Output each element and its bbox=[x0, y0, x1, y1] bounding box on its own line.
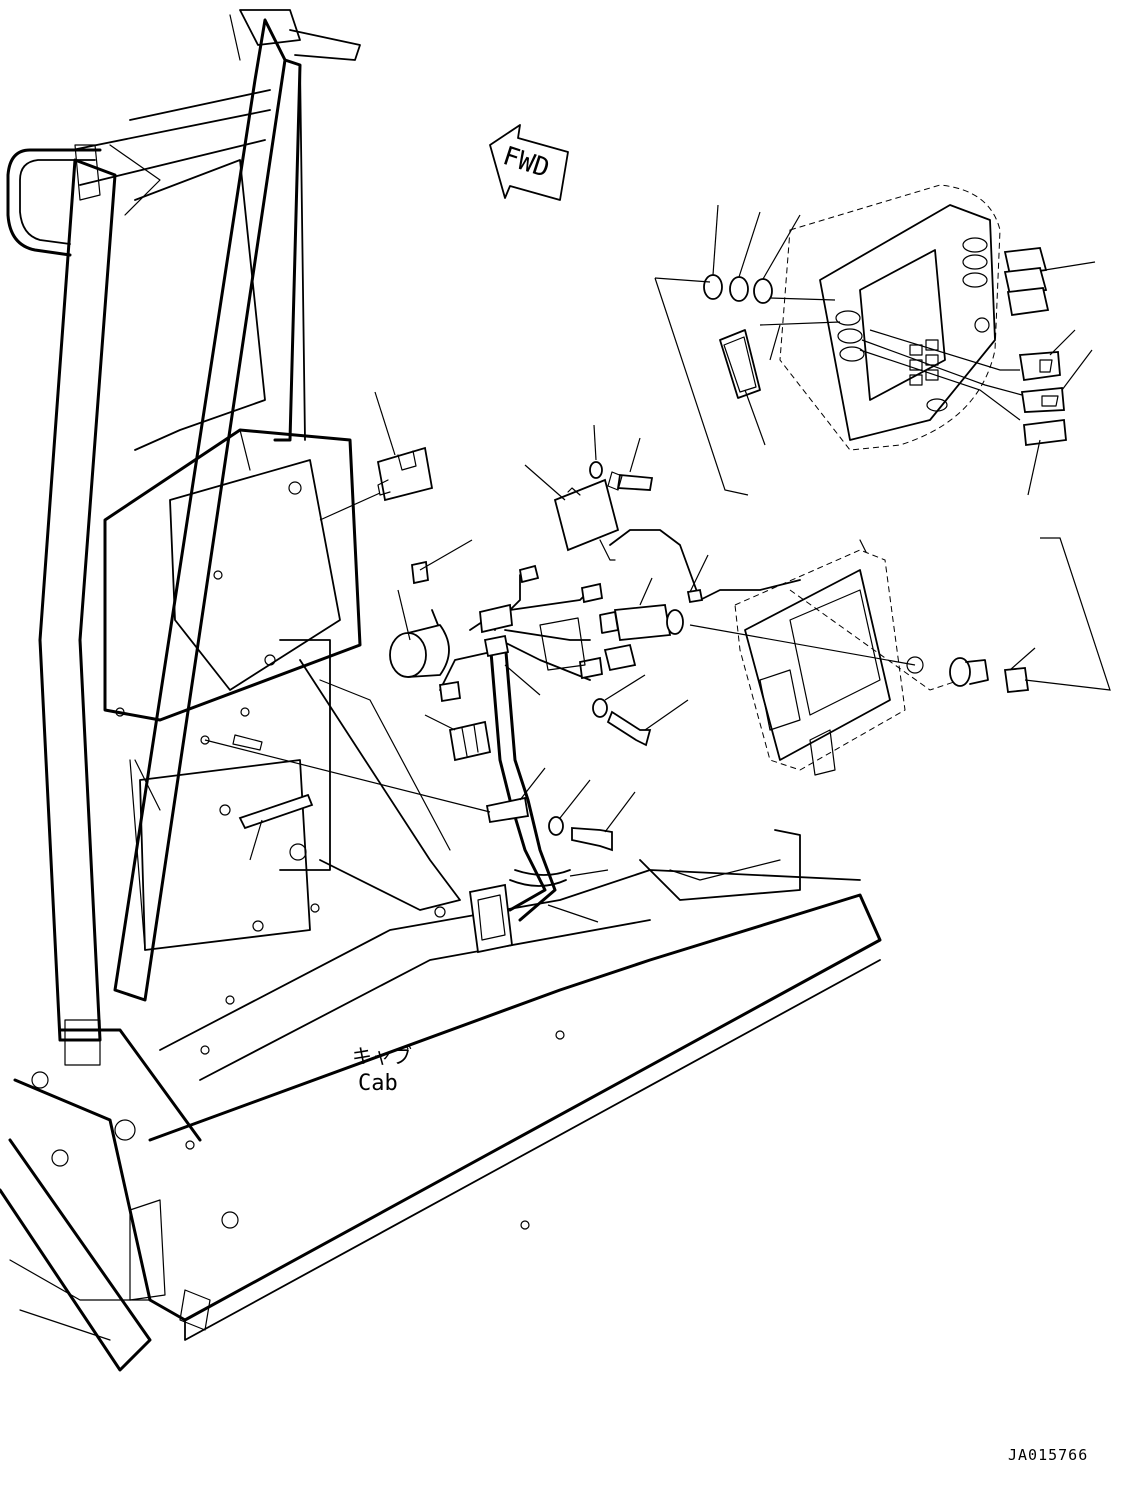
leader-lines bbox=[205, 205, 1110, 922]
drawing-id: JA015766 bbox=[1008, 1446, 1088, 1464]
electronic-control-unit bbox=[735, 540, 923, 775]
rocker-switch-group bbox=[1005, 248, 1066, 445]
bolt-washer-group bbox=[549, 699, 650, 850]
connector bbox=[378, 448, 432, 500]
control-unit bbox=[555, 462, 652, 560]
pressure-switch bbox=[600, 590, 702, 640]
wire-harness bbox=[440, 530, 960, 952]
fwd-arrow-icon: FWD bbox=[490, 125, 568, 200]
washer-group bbox=[704, 275, 772, 398]
fwd-label: FWD bbox=[499, 141, 553, 184]
rubber-seal bbox=[240, 795, 312, 828]
cab-frame bbox=[0, 10, 880, 1370]
monitor-panel bbox=[780, 185, 1000, 450]
connector-pair bbox=[450, 645, 635, 760]
buzzer bbox=[390, 562, 449, 677]
cable-plug bbox=[950, 658, 1028, 692]
cab-label-jp: キャブ bbox=[352, 1044, 412, 1068]
cab-label-en: Cab bbox=[358, 1071, 398, 1096]
